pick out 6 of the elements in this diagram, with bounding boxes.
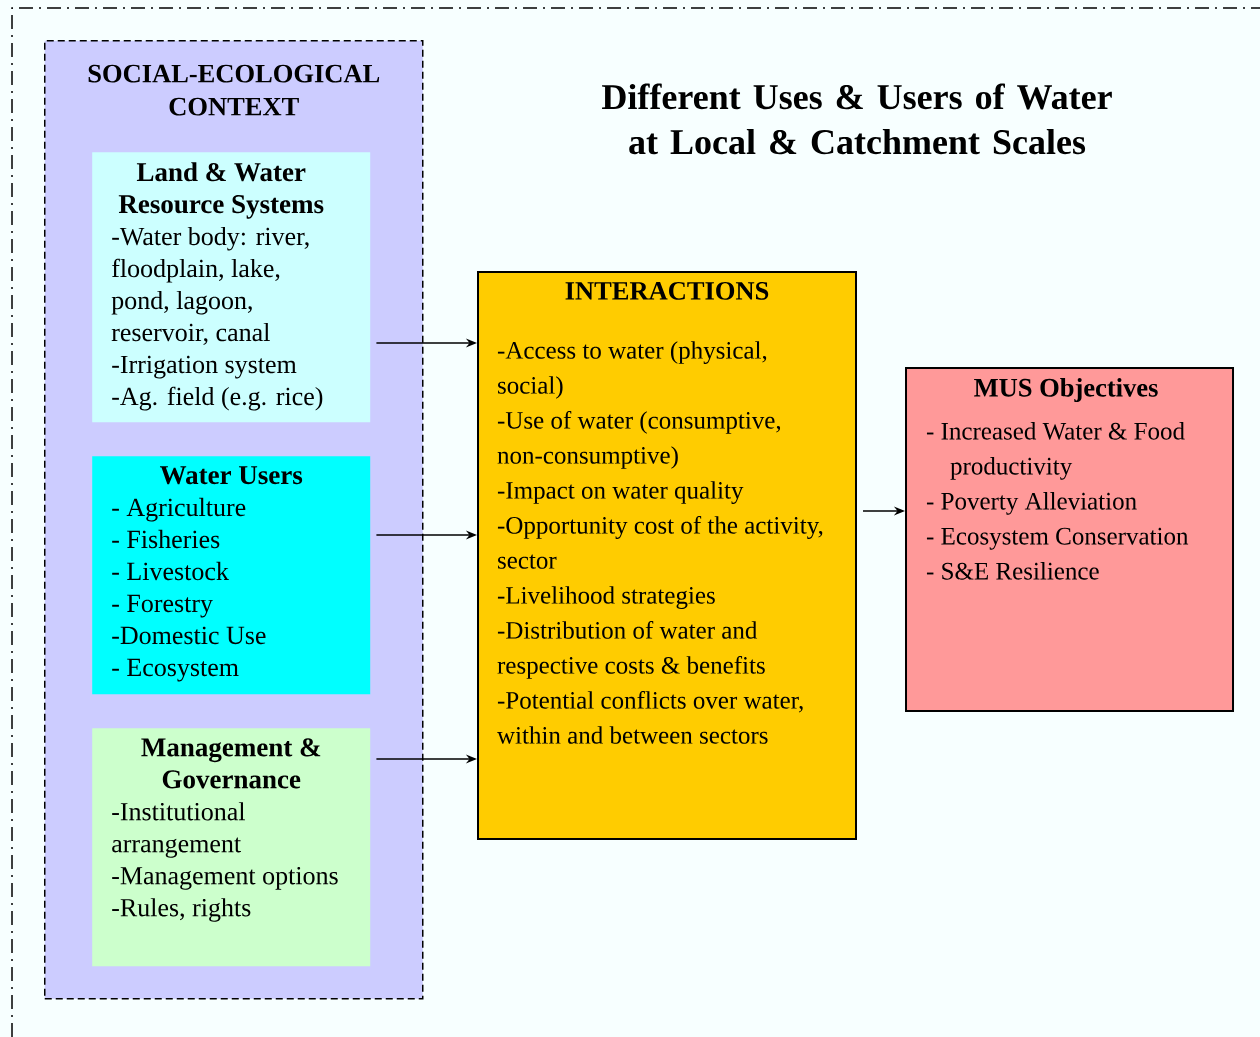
- governance-box: Management & Governance -Institutional arrangement -Management options -Rules, rights: [92, 728, 371, 967]
- interactions-box: INTERACTIONS -Access to water (physical, social) -Use of water (consumptive, non-consumptive) -Impact on water quality -Opportunity cost of the activity, sector -Livelihood strategies -Distribution of water and respective costs & benefits -Potential conflicts over water, within and between sectors: [477, 271, 857, 840]
- users-box: Water Users - Agriculture - Fisheries - Livestock - Forestry -Domestic Use - Ecosystem: [92, 456, 371, 695]
- resource-box: Land & Water Resource Systems -Water body: river, floodplain, lake, pond, lagoon, reservoir, canal -Irrigation system -Ag. field (e.g. rice): [92, 152, 371, 423]
- objectives-box: MUS Objectives - Increased Water & Food productivity - Poverty Alleviation - Ecosystem Conservation - S&E Resilience: [905, 367, 1234, 712]
- title: Different Uses & Users of Water at Local & Catchment Scales: [602, 83, 1112, 155]
